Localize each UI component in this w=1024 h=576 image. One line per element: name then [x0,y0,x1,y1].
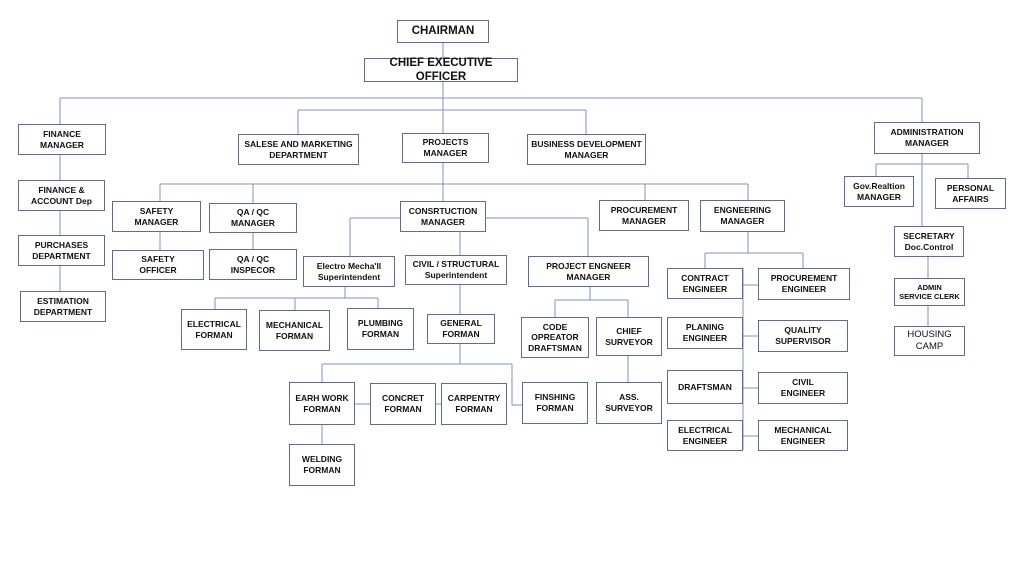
project-engineer-manager-label: PROJECT ENGNEER MANAGER [546,260,631,282]
purchases-box: PURCHASES DEPARTMENT [18,235,105,266]
draftsman-label: DRAFTSMAN [678,381,732,392]
mechanical-engineer-box: MECHANICAL ENGINEER [758,420,848,451]
admin-manager-box: ADMINISTRATION MANAGER [874,122,980,154]
finance-manager-label: FINANCE MANAGER [40,128,84,150]
concrete-forman-box: CONCRET FORMAN [370,383,436,425]
secretary-label: SECRETARY Doc.Control [903,230,955,252]
ceo-label: CHIEF EXECUTIVE OFFICER [389,56,493,83]
ass-surveyor-label: ASS. SURVEYOR [605,392,653,413]
admin-clerk-box: ADMIN SERVICE CLERK [894,278,965,306]
electrical-forman-box: ELECTRICAL FORMAN [181,309,247,350]
chairman-label: CHAIRMAN [411,25,475,38]
business-dev-box: BUSINESS DEVELOPMENT MANAGER [527,134,646,165]
projects-manager-label: PROJECTS MANAGER [422,137,469,158]
purchases-label: PURCHASES DEPARTMENT [32,239,91,261]
construction-manager-label: CONSRTUCTION MANAGER [408,205,478,227]
chief-surveyor-label: CHIEF SURVEYOR [605,325,653,347]
welding-forman-box: WELDING FORMAN [289,444,355,486]
projects-manager-box: PROJECTS MANAGER [402,133,489,163]
planning-engineer-box: PLANING ENGINEER [667,317,743,349]
welding-forman-label: WELDING FORMAN [301,454,343,475]
planning-engineer-label: PLANING ENGINEER [682,322,728,343]
procurement-manager-label: PROCUREMENT MANAGER [610,204,678,226]
electrical-engineer-box: ELECTRICAL ENGINEER [667,420,743,451]
gov-relation-label: Gov.Realtion MANAGER [853,180,905,202]
code-operator-label: CODE OPREATOR DRAFTSMAN [528,321,582,353]
electro-mech-label: Electro Mecha'll Superintendent [316,260,382,282]
electrical-engineer-label: ELECTRICAL ENGINEER [678,424,732,446]
project-engineer-manager-box: PROJECT ENGNEER MANAGER [528,256,649,287]
safety-officer-label: SAFETY OFFICER [139,254,177,275]
draftsman-box: DRAFTSMAN [667,370,743,404]
estimation-label: ESTIMATION DEPARTMENT [33,295,93,317]
procurement-engineer-box: PROCUREMENT ENGINEER [758,268,850,300]
earthwork-forman-box: EARH WORK FORMAN [289,382,355,425]
mechanical-engineer-label: MECHANICAL ENGINEER [774,424,832,446]
qaqc-manager-box: QA / QC MANAGER [209,203,297,233]
chairman-box: CHAIRMAN [397,20,489,43]
qaqc-inspector-label: QA / QC INSPECOR [230,253,276,275]
concrete-forman-label: CONCRET FORMAN [381,393,425,414]
code-operator-box: CODE OPREATOR DRAFTSMAN [521,317,589,358]
engineering-manager-label: ENGNEERING MANAGER [713,205,772,226]
ceo-box: CHIEF EXECUTIVE OFFICER [364,56,518,83]
sales-marketing-box: SALESE AND MARKETING DEPARTMENT [238,134,359,165]
business-dev-label: BUSINESS DEVELOPMENT MANAGER [531,138,642,160]
gov-relation-box: Gov.Realtion MANAGER [844,176,914,207]
sales-marketing-label: SALESE AND MARKETING DEPARTMENT [244,138,353,160]
admin-manager-label: ADMINISTRATION MANAGER [890,127,964,148]
construction-manager-box: CONSRTUCTION MANAGER [400,201,486,232]
electro-mech-box: Electro Mecha'll Superintendent [303,256,395,287]
quality-supervisor-label: QUALITY SUPERVISOR [775,325,831,346]
mechanical-forman-box: MECHANICAL FORMAN [259,310,330,351]
safety-manager-box: SAFETY MANAGER [112,201,201,232]
earthwork-forman-label: EARH WORK FORMAN [295,392,349,414]
qaqc-inspector-box: QA / QC INSPECOR [209,249,297,280]
carpentry-forman-label: CARPENTRY FORMAN [447,393,501,414]
chief-surveyor-box: CHIEF SURVEYOR [596,317,662,356]
carpentry-forman-box: CARPENTRY FORMAN [441,383,507,425]
procurement-engineer-label: PROCUREMENT ENGINEER [770,273,838,294]
general-forman-box: GENERAL FORMAN [427,314,495,344]
finance-account-label: FINANCE & ACCOUNT Dep [31,184,92,206]
finance-account-box: FINANCE & ACCOUNT Dep [18,180,105,211]
civil-structural-box: CIVIL / STRUCTURAL Superintendent [405,255,507,285]
qaqc-manager-label: QA / QC MANAGER [231,207,275,228]
safety-manager-label: SAFETY MANAGER [134,205,179,227]
finishing-forman-label: FINSHING FORMAN [534,392,576,413]
finance-manager-box: FINANCE MANAGER [18,124,106,155]
contract-engineer-label: CONTRACT ENGINEER [681,272,729,294]
quality-supervisor-box: QUALITY SUPERVISOR [758,320,848,352]
general-forman-label: GENERAL FORMAN [440,318,482,339]
ass-surveyor-box: ASS. SURVEYOR [596,382,662,424]
personal-affairs-label: PERSONAL AFFAIRS [946,182,995,204]
housing-label: HOUSING CAMP [907,329,952,352]
electrical-forman-label: ELECTRICAL FORMAN [187,318,241,340]
engineering-manager-box: ENGNEERING MANAGER [700,200,785,232]
safety-officer-box: SAFETY OFFICER [112,250,204,280]
personal-affairs-box: PERSONAL AFFAIRS [935,178,1006,209]
mechanical-forman-label: MECHANICAL FORMAN [265,319,324,341]
civil-engineer-box: CIVIL ENGINEER [758,372,848,404]
secretary-box: SECRETARY Doc.Control [894,226,964,257]
civil-structural-label: CIVIL / STRUCTURAL Superintendent [412,259,500,280]
plumbing-forman-label: PLUMBING FORMAN [357,318,404,339]
housing-box: HOUSING CAMP [894,326,965,356]
procurement-manager-box: PROCUREMENT MANAGER [599,200,689,231]
finishing-forman-box: FINSHING FORMAN [522,382,588,424]
admin-clerk-label: ADMIN SERVICE CLERK [899,282,960,301]
civil-engineer-label: CIVIL ENGINEER [780,377,826,398]
estimation-box: ESTIMATION DEPARTMENT [20,291,106,322]
plumbing-forman-box: PLUMBING FORMAN [347,308,414,350]
contract-engineer-box: CONTRACT ENGINEER [667,268,743,299]
